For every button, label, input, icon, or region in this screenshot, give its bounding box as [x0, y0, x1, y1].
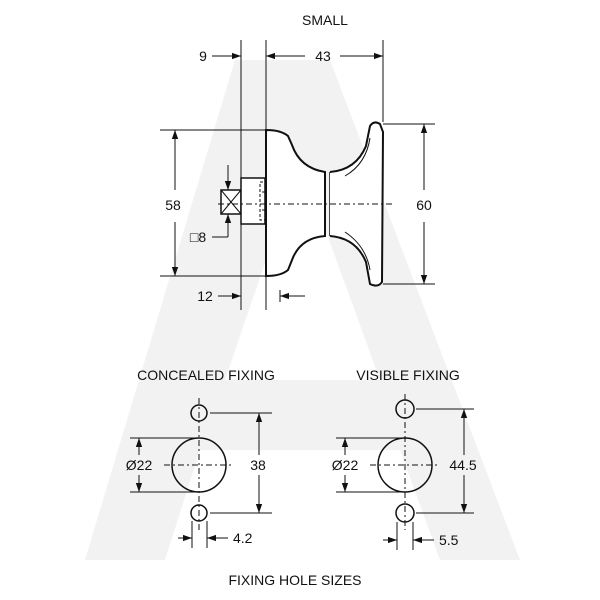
- dim-square-8: □8: [190, 229, 206, 245]
- watermark-logo: [85, 60, 520, 560]
- concealed-fixing-diagram: [130, 398, 272, 548]
- fixing-hole-sizes-label: FIXING HOLE SIZES: [228, 572, 361, 588]
- dim-9: 9: [199, 48, 207, 64]
- visible-spacing: 44.5: [449, 457, 476, 473]
- handle-side-view: [218, 121, 395, 287]
- concealed-fixing-title: CONCEALED FIXING: [137, 367, 275, 383]
- dim-58: 58: [165, 197, 181, 213]
- visible-fixing-title: VISIBLE FIXING: [356, 367, 459, 383]
- drawing-title: SMALL: [302, 12, 348, 28]
- dim-60: 60: [416, 197, 432, 213]
- dim-43: 43: [315, 48, 331, 64]
- visible-diameter: Ø22: [332, 457, 359, 473]
- concealed-spacing: 38: [250, 457, 266, 473]
- concealed-diameter: Ø22: [126, 457, 153, 473]
- concealed-hole: 4.2: [233, 530, 253, 546]
- visible-hole: 5.5: [439, 532, 459, 548]
- visible-fixing-diagram: [336, 394, 474, 550]
- handle-dimensions: [160, 40, 435, 310]
- dim-12: 12: [197, 288, 213, 304]
